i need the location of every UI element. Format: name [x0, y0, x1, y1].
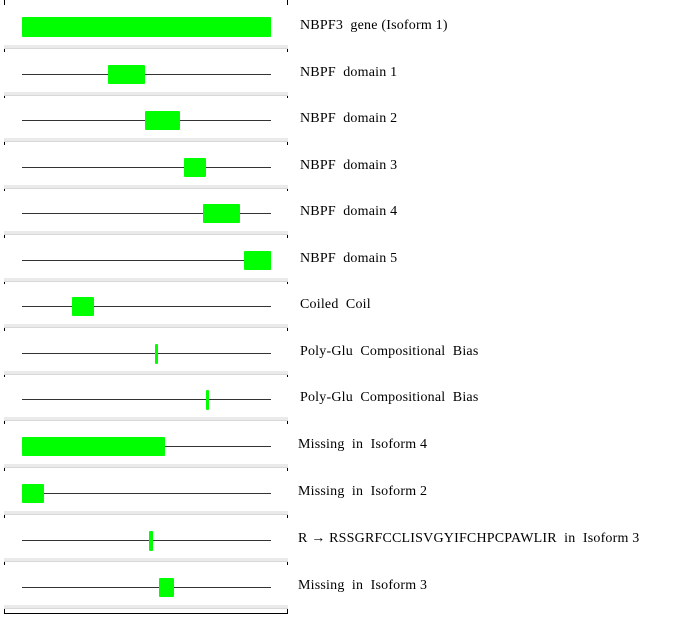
- feature-bar: [107, 65, 146, 84]
- row-divider: [4, 605, 288, 608]
- feature-bar: [22, 437, 166, 456]
- feature-bar: [22, 17, 271, 37]
- sequence-line: [22, 399, 271, 400]
- row-divider: [4, 185, 288, 188]
- track-row: [4, 5, 288, 49]
- track-label: NBPF domain 5: [300, 251, 398, 266]
- sequence-line: [22, 260, 271, 261]
- track-row: [4, 331, 288, 375]
- track-row: [4, 191, 288, 235]
- track-label: Missing in Isoform 4: [298, 437, 428, 452]
- row-divider: [4, 371, 288, 374]
- track-label: R → RSSGRFCCLISVGYIFCHPCPAWLIR in Isofor…: [298, 531, 640, 546]
- sequence-line: [22, 306, 271, 307]
- track-label: Coiled Coil: [300, 297, 371, 312]
- track-label: NBPF domain 3: [300, 158, 398, 173]
- track-row: [4, 145, 288, 189]
- feature-bar: [243, 251, 271, 270]
- track-label: NBPF domain 4: [300, 204, 398, 219]
- track-label: Poly-Glu Compositional Bias: [300, 344, 479, 359]
- feature-bar: [202, 204, 240, 223]
- feature-bar: [205, 389, 209, 410]
- row-divider: [4, 231, 288, 234]
- row-divider: [4, 511, 288, 514]
- track-row: [4, 284, 288, 328]
- row-divider: [4, 417, 288, 420]
- track-label: NBPF domain 2: [300, 111, 398, 126]
- row-divider: [4, 278, 288, 281]
- track-label: Missing in Isoform 2: [298, 484, 428, 499]
- sequence-line: [22, 353, 271, 354]
- feature-bar: [148, 530, 153, 551]
- sequence-line: [22, 587, 271, 588]
- feature-bar: [22, 484, 45, 503]
- sequence-line: [22, 213, 271, 214]
- track-label: Poly-Glu Compositional Bias: [300, 390, 479, 405]
- sequence-line: [22, 493, 271, 494]
- track-row: [4, 565, 288, 609]
- feature-bar: [158, 578, 174, 597]
- row-divider: [4, 464, 288, 467]
- row-divider: [4, 324, 288, 327]
- row-divider: [4, 45, 288, 48]
- row-divider: [4, 138, 288, 141]
- row-divider: [4, 92, 288, 95]
- track-label: Missing in Isoform 3: [298, 578, 428, 593]
- track-row: [4, 424, 288, 468]
- track-row: [4, 377, 288, 421]
- track-label: NBPF3 gene (Isoform 1): [300, 18, 448, 33]
- feature-bar: [183, 158, 207, 177]
- feature-bar: [71, 297, 95, 316]
- track-row: [4, 518, 288, 562]
- track-label: NBPF domain 1: [300, 65, 398, 80]
- feature-bar: [145, 111, 181, 130]
- track-row: [4, 98, 288, 142]
- track-row: [4, 52, 288, 96]
- feature-bar: [154, 343, 158, 364]
- track-row: [4, 238, 288, 282]
- row-divider: [4, 558, 288, 561]
- sequence-line: [22, 74, 271, 75]
- sequence-line: [22, 540, 271, 541]
- sequence-line: [22, 167, 271, 168]
- track-row: [4, 471, 288, 515]
